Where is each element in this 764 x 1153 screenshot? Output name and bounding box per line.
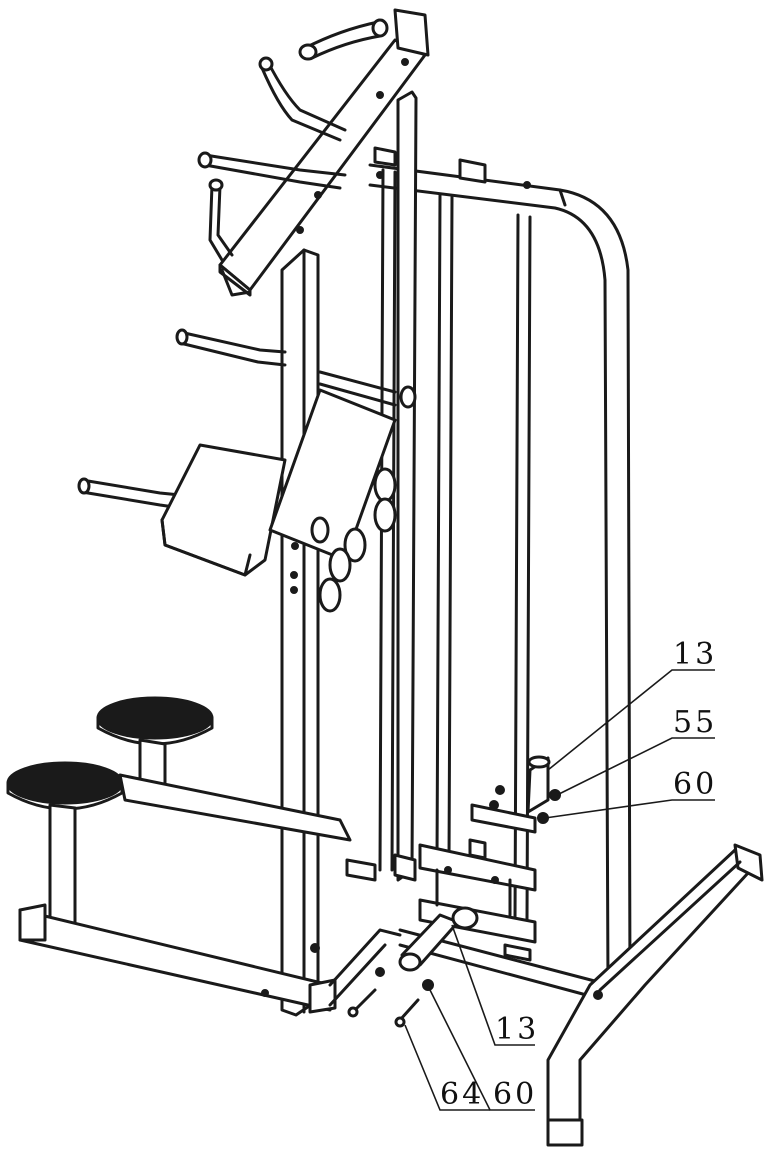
- callout-label-13-lower: 13: [495, 1012, 539, 1047]
- upper-grips: [197, 18, 389, 262]
- weight-carriage: [345, 803, 537, 962]
- callout-label-60-lower: 60: [493, 1077, 537, 1112]
- washers-and-nuts: [375, 785, 561, 991]
- loading-pin-lower: [398, 906, 479, 972]
- callout-label-55: 55: [673, 705, 717, 740]
- top-bracket: [373, 146, 487, 184]
- loading-pin-upper: [526, 755, 551, 814]
- pulley-wheels: [310, 467, 397, 613]
- bolts: [347, 988, 420, 1028]
- base-leg: [546, 843, 764, 1147]
- rear-curved-frame: [368, 163, 632, 987]
- callout-label-64: 64: [440, 1077, 484, 1112]
- callout-label-60-upper: 60: [673, 767, 717, 802]
- callout-label-13-upper: 13: [673, 637, 717, 672]
- back-pad: [160, 388, 397, 577]
- footrests: [6, 696, 214, 932]
- top-handlebar-boom: [218, 8, 430, 297]
- leader-lines: [404, 669, 715, 1111]
